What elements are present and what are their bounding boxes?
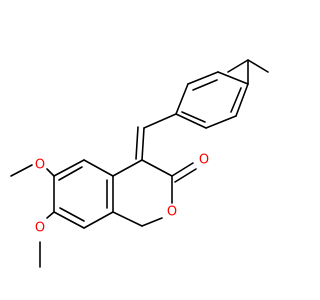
bond-lactone-c4-c3 <box>141 159 173 177</box>
oxygen-label-methoxy-lower: O <box>35 221 45 236</box>
oxygen-label-ring: O <box>167 205 177 220</box>
bond-phenyl-inner-2 <box>181 111 206 123</box>
bond-phenyl-3 <box>175 83 189 115</box>
bond-carbonyl-a <box>171 162 194 177</box>
bond-phenyl-4 <box>175 113 207 129</box>
bond-benzo-8-8a <box>83 211 114 229</box>
bond-benzo-7-8 <box>53 211 85 229</box>
bond-phenyl-inner-3 <box>230 87 242 113</box>
bond-phenyl-inner-1 <box>192 79 218 91</box>
oxygen-label-carbonyl: O <box>199 153 209 168</box>
bond-methoxy-upper-c-o <box>46 168 55 177</box>
bond-phenyl-1 <box>217 71 249 85</box>
bond-benzo-inner-1 <box>58 166 83 181</box>
bond-carbonyl-b <box>174 168 197 183</box>
bond-phenyl-5 <box>205 115 237 129</box>
molecule-diagram: O O O O <box>10 59 269 268</box>
bond-isopropyl-methyl-left <box>227 59 249 73</box>
bond-lactone-c1-c8a <box>112 211 143 227</box>
bond-lactone-c4-c4a <box>112 159 143 177</box>
bond-exocyclic-double-a <box>141 127 145 161</box>
bond-phenyl-6 <box>235 83 249 117</box>
bond-phenyl-2 <box>187 71 219 85</box>
bond-methoxy-upper-o-ch3 <box>10 164 33 177</box>
bond-benzo-inner-2 <box>59 207 85 222</box>
bond-isopropyl-methyl-right <box>247 59 269 73</box>
oxygen-label-methoxy-upper: O <box>35 158 45 173</box>
bond-benzo-4a-5 <box>83 159 114 177</box>
bond-exocyclic-double-b <box>135 126 139 160</box>
bond-benzo-5-6 <box>53 159 85 177</box>
bond-lactone-o2-c1 <box>141 217 163 227</box>
bond-benzylidene-single <box>143 113 177 129</box>
bond-methoxy-lower-c-o <box>46 211 55 219</box>
